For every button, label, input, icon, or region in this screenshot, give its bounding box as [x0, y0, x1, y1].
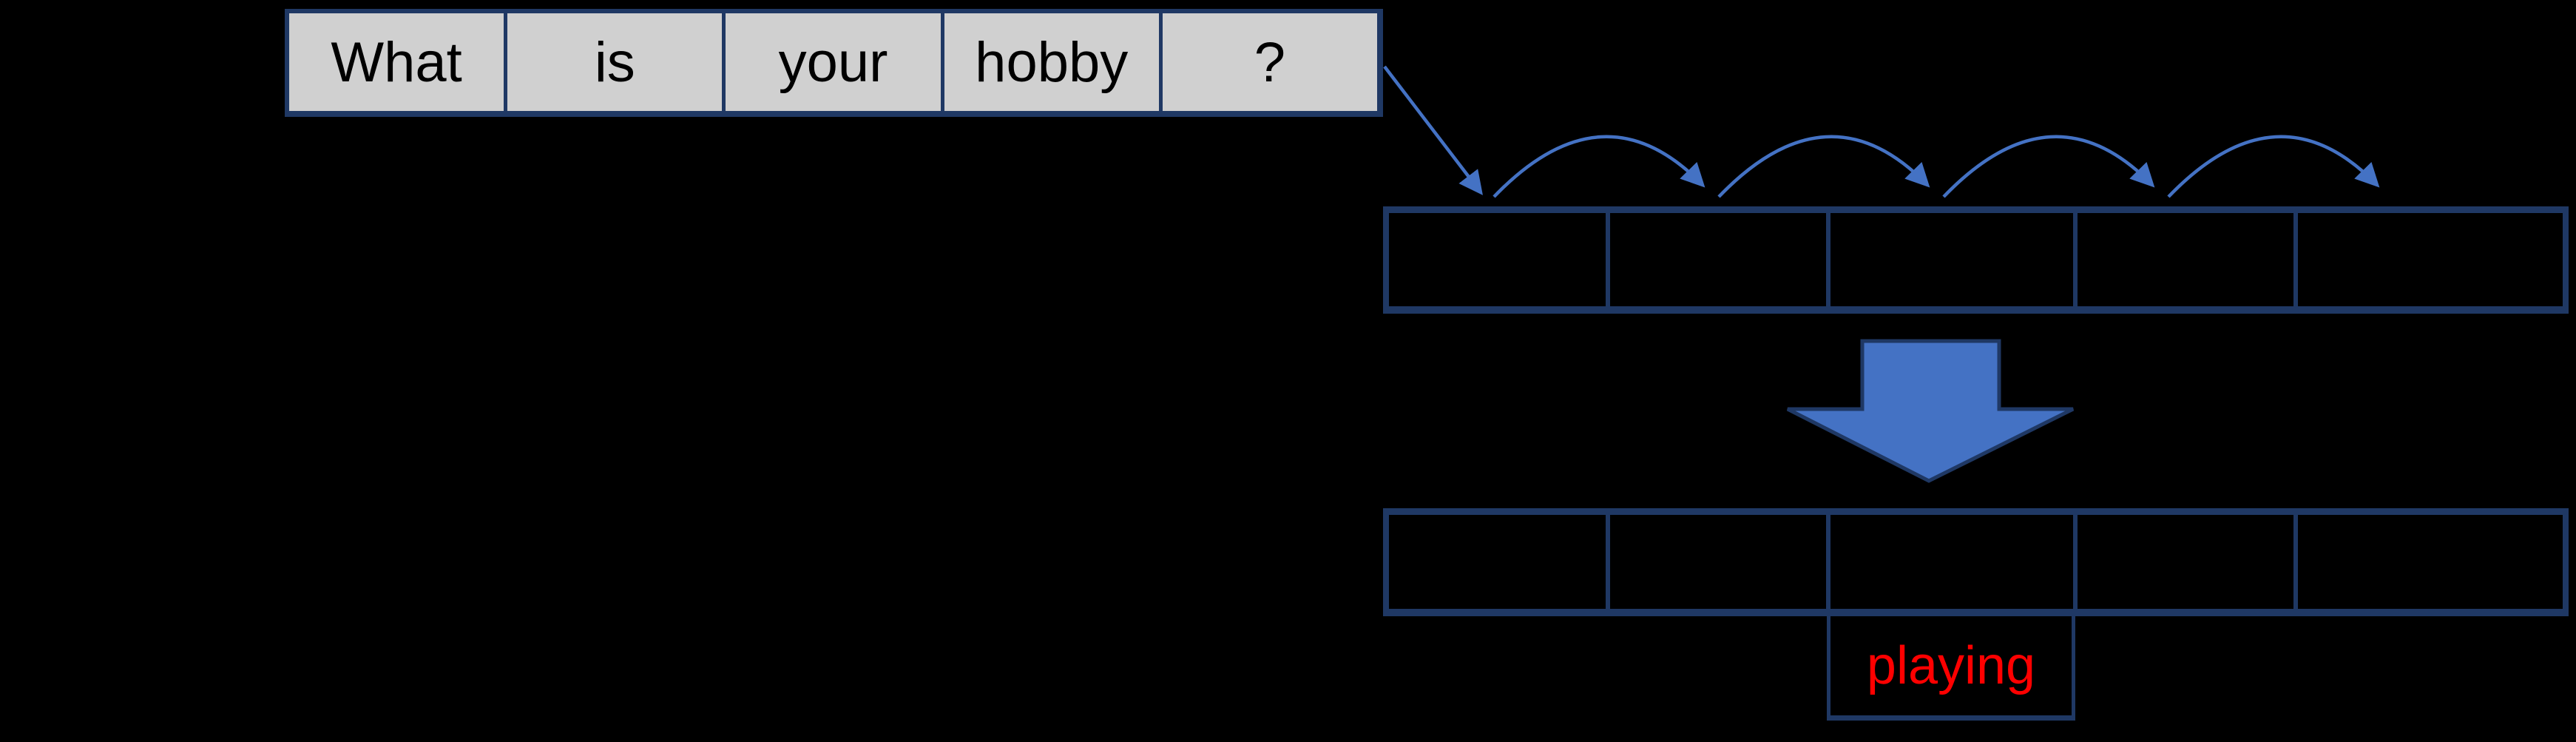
output-cell	[1826, 515, 2073, 609]
token-cell	[2293, 213, 2563, 306]
diagonal-arrow-icon	[1383, 65, 1483, 195]
token-cell	[1389, 213, 1606, 306]
output-cell	[2072, 515, 2294, 609]
sentence-cell-your: your	[722, 13, 940, 111]
sentence-table: What is your hobby ?	[285, 9, 1383, 117]
token-cell	[1826, 213, 2073, 306]
output-cell	[2293, 515, 2563, 609]
arc-hop-arrow-icon	[1492, 135, 1705, 198]
output-table	[1383, 508, 2569, 616]
token-table	[1383, 206, 2569, 314]
down-block-arrow-icon	[1786, 339, 2075, 483]
output-cell	[1605, 515, 1827, 609]
sentence-cell-is: is	[504, 13, 722, 111]
sentence-cell-questionmark: ?	[1158, 13, 1377, 111]
sentence-cell-hobby: hobby	[940, 13, 1159, 111]
output-cell	[1389, 515, 1606, 609]
arc-hop-arrow-icon	[1717, 135, 1930, 198]
arc-hop-arrow-icon	[1942, 135, 2155, 198]
token-cell	[2072, 213, 2294, 306]
sentence-cell-what: What	[331, 30, 462, 94]
token-cell	[1605, 213, 1827, 306]
arc-hop-arrow-icon	[2167, 135, 2380, 198]
answer-cell: playing	[1827, 616, 2075, 721]
